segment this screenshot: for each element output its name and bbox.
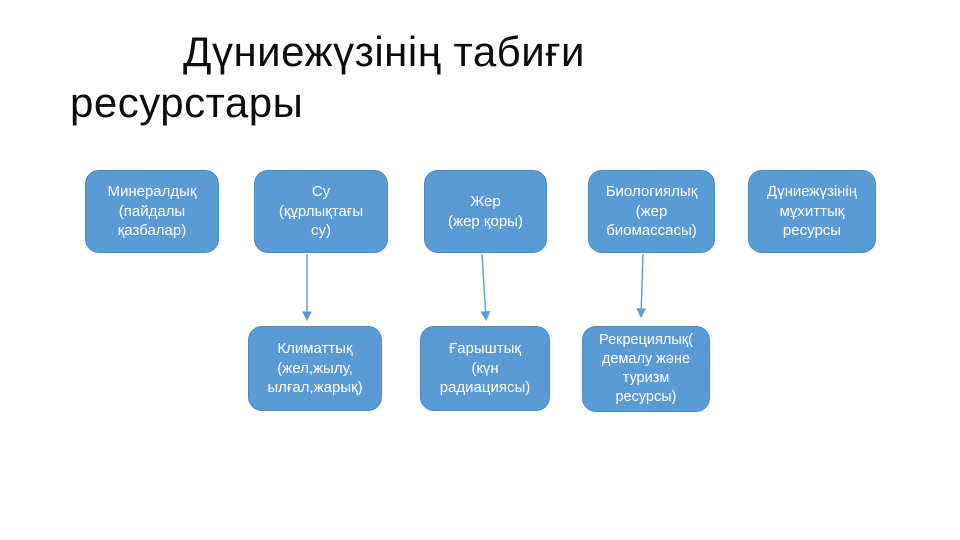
node-label: Минералдық (пайдалы қазбалар) (107, 183, 197, 240)
node-label: Биологиялық (жер биомассасы) (605, 183, 698, 240)
node-label: Климаттық (жел,жылу, ылғал,жарық) (267, 340, 363, 397)
node-label: Ғарыштық (күн радиациясы) (439, 340, 531, 397)
node-label: Су (құрлықтағы су) (278, 183, 364, 240)
node-space-resources: Ғарыштық (күн радиациясы) (420, 326, 550, 411)
node-label: Дүниежүзінің мұхиттық ресурсы (766, 183, 858, 240)
node-label: Жер (жер қоры) (448, 193, 523, 230)
node-water-resources: Су (құрлықтағы су) (254, 170, 388, 253)
slide-title: Дүниежүзінің табиғи ресурстары (70, 28, 585, 127)
connector-arrow-land-space (480, 253, 491, 322)
node-recreational-resources: Рекрециялық( демалу және туризм ресурсы) (582, 326, 710, 412)
node-label: Рекрециялық( демалу және туризм ресурсы) (599, 332, 693, 405)
node-land-resources: Жер (жер қоры) (424, 170, 547, 253)
connector-arrow-bio-recreation (636, 253, 647, 319)
node-climate-resources: Климаттық (жел,жылу, ылғал,жарық) (248, 326, 382, 411)
node-ocean-resources: Дүниежүзінің мұхиттық ресурсы (748, 170, 876, 253)
node-biological-resources: Биологиялық (жер биомассасы) (588, 170, 715, 253)
node-mineral-resources: Минералдық (пайдалы қазбалар) (85, 170, 219, 253)
